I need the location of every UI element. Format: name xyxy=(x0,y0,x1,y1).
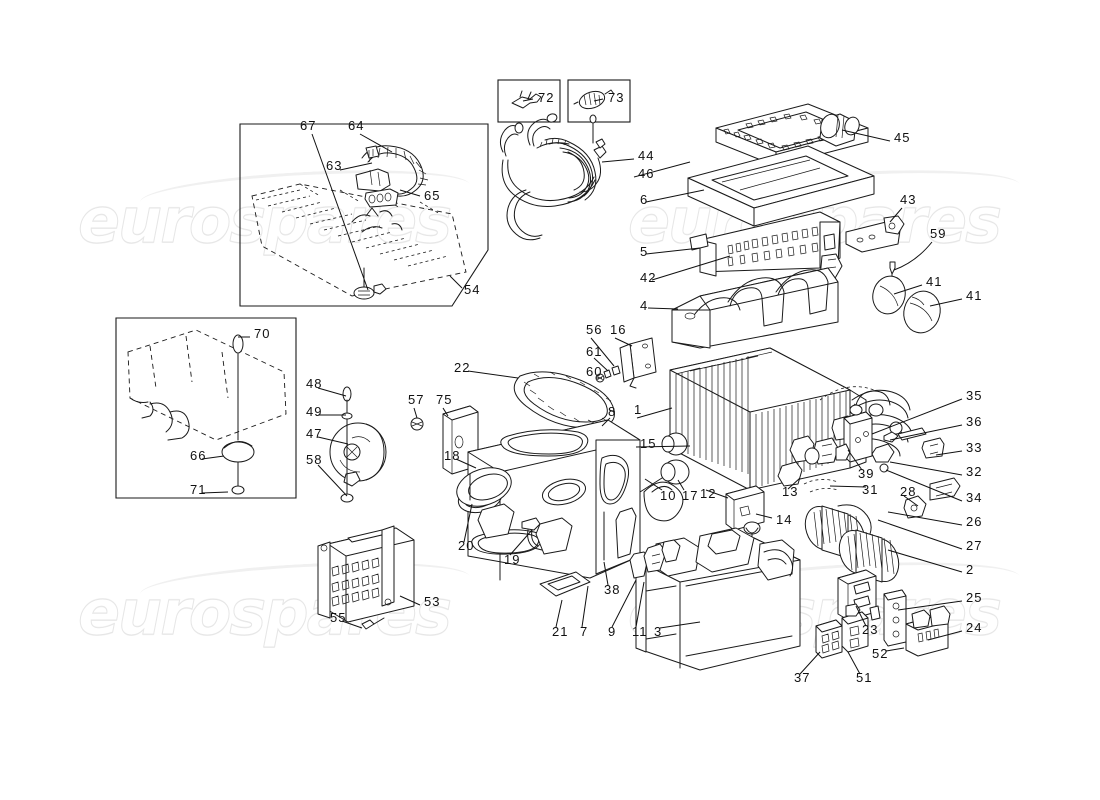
grommet-17 xyxy=(639,459,690,497)
bracket-28-34 xyxy=(903,477,961,519)
callout-label-66: 66 xyxy=(190,448,207,463)
callout-label-65: 65 xyxy=(424,188,441,203)
duct-boot-20 xyxy=(456,467,512,507)
callout-label-6: 6 xyxy=(640,192,649,207)
callout-label-56: 56 xyxy=(586,322,603,337)
callout-label-28: 28 xyxy=(900,484,917,499)
callout-label-9: 9 xyxy=(608,624,617,639)
callout-label-54: 54 xyxy=(464,282,481,297)
callout-label-8: 8 xyxy=(608,404,617,419)
callout-label-42: 42 xyxy=(640,270,657,285)
inset-box-part-73 xyxy=(567,79,631,123)
wiring-harness-assembly xyxy=(499,113,607,241)
callout-label-12: 12 xyxy=(700,486,717,501)
callout-label-16: 16 xyxy=(610,322,627,337)
callout-label-59: 59 xyxy=(930,226,947,241)
base-tray-4 xyxy=(671,267,839,349)
small-brackets-9-11 xyxy=(629,539,681,579)
callout-label-58: 58 xyxy=(306,452,323,467)
callout-label-35: 35 xyxy=(966,388,983,403)
callout-label-45: 45 xyxy=(894,130,911,145)
callout-label-75: 75 xyxy=(436,392,453,407)
callout-label-63: 63 xyxy=(326,158,343,173)
control-unit-53 xyxy=(317,525,415,630)
bracket-43 xyxy=(845,215,905,253)
callout-label-21: 21 xyxy=(552,624,569,639)
callout-label-39: 39 xyxy=(858,466,875,481)
connector-cluster-39-31 xyxy=(777,435,851,493)
relay-23 xyxy=(837,569,881,621)
callout-label-25: 25 xyxy=(966,590,983,605)
callout-label-41a: 41 xyxy=(926,274,943,289)
callout-label-19: 19 xyxy=(504,552,521,567)
callout-label-37: 37 xyxy=(794,670,811,685)
callout-label-17: 17 xyxy=(682,488,699,503)
callout-label-26: 26 xyxy=(966,514,983,529)
callout-label-38: 38 xyxy=(604,582,621,597)
relay-block-25 xyxy=(883,589,907,647)
connector-37 xyxy=(815,619,843,659)
cap-41-a xyxy=(872,275,906,315)
callout-label-1: 1 xyxy=(634,402,643,417)
callout-label-70: 70 xyxy=(254,326,271,341)
callout-label-18: 18 xyxy=(444,448,461,463)
callout-label-24: 24 xyxy=(966,620,983,635)
callout-label-3: 3 xyxy=(654,624,663,639)
callout-label-32: 32 xyxy=(966,464,983,479)
duct-housing-6 xyxy=(687,145,875,227)
sensor-36-33-32 xyxy=(871,427,945,473)
callout-label-60: 60 xyxy=(586,364,603,379)
callout-label-51: 51 xyxy=(856,670,873,685)
callout-label-7: 7 xyxy=(580,624,589,639)
callout-label-14: 14 xyxy=(776,512,793,527)
callout-label-49: 49 xyxy=(306,404,323,419)
callout-label-33: 33 xyxy=(966,440,983,455)
callout-label-61: 61 xyxy=(586,344,603,359)
bracket-16 xyxy=(619,337,657,389)
duct-elbow-10 xyxy=(643,481,684,522)
blower-wheel-right xyxy=(838,529,900,583)
callout-label-46: 46 xyxy=(638,166,655,181)
connector-24-52 xyxy=(905,605,951,657)
callout-label-22: 22 xyxy=(454,360,471,375)
callout-label-23: 23 xyxy=(862,622,879,637)
blower-motor-47 xyxy=(329,386,387,503)
callout-label-27: 27 xyxy=(966,538,983,553)
callout-label-2: 2 xyxy=(966,562,975,577)
callout-label-4: 4 xyxy=(640,298,649,313)
foam-seal-22 xyxy=(513,371,616,429)
callout-label-5: 5 xyxy=(640,244,649,259)
callout-label-10: 10 xyxy=(660,488,677,503)
callout-label-11: 11 xyxy=(632,624,648,639)
callout-label-47: 47 xyxy=(306,426,323,441)
callout-label-20: 20 xyxy=(458,538,475,553)
expansion-valve-35 xyxy=(819,386,891,463)
callout-label-53: 53 xyxy=(424,594,441,609)
cap-41-b xyxy=(903,290,941,334)
callout-label-36: 36 xyxy=(966,414,983,429)
inset-box-part-72 xyxy=(497,79,561,123)
callout-label-31: 31 xyxy=(862,482,879,497)
callout-label-67: 67 xyxy=(300,118,317,133)
callout-label-72: 72 xyxy=(538,90,555,105)
callout-label-13: 13 xyxy=(782,484,799,499)
callout-label-55: 55 xyxy=(330,610,347,625)
callout-label-15: 15 xyxy=(640,436,657,451)
callout-label-34: 34 xyxy=(966,490,983,505)
callout-label-73: 73 xyxy=(608,90,625,105)
callout-label-48: 48 xyxy=(306,376,323,391)
callout-label-44: 44 xyxy=(638,148,655,163)
callout-label-41b: 41 xyxy=(966,288,983,303)
callout-label-52: 52 xyxy=(872,646,889,661)
callout-label-43: 43 xyxy=(900,192,917,207)
inset-box-blower xyxy=(115,317,297,499)
callout-label-71: 71 xyxy=(190,482,207,497)
callout-label-57: 57 xyxy=(408,392,425,407)
grommet-15 xyxy=(661,432,688,456)
heater-core-housing-3 xyxy=(635,527,801,671)
callout-label-64: 64 xyxy=(348,118,365,133)
